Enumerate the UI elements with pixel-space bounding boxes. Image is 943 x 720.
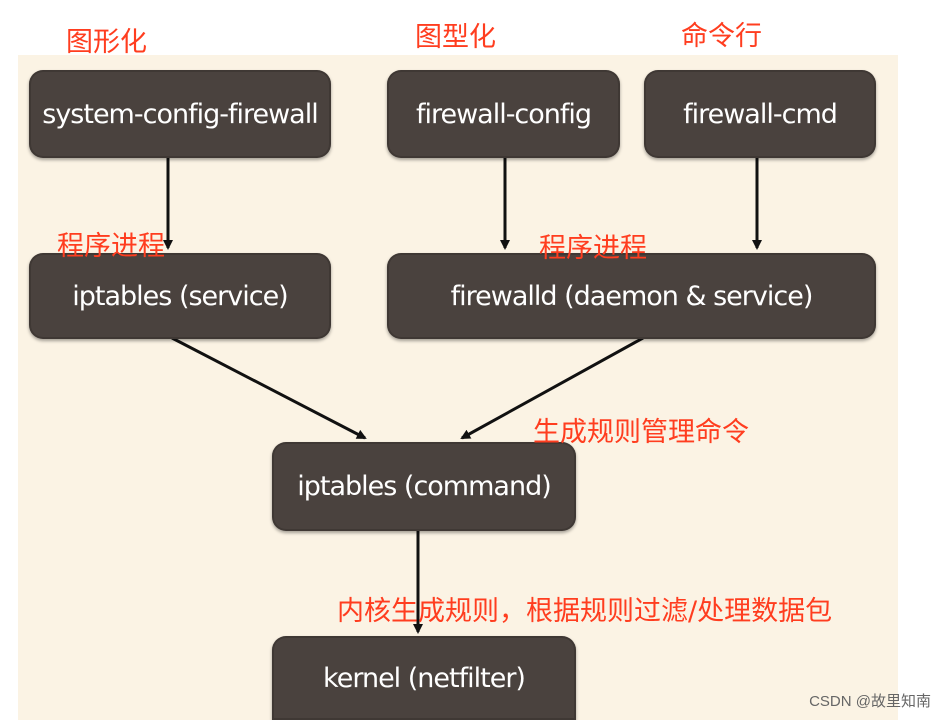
node-firewall-config: firewall-config (387, 70, 620, 158)
annotation-process-2: 程序进程 (539, 233, 647, 264)
annotation-process-1: 程序进程 (57, 231, 165, 262)
annotation-kernel-rules: 内核生成规则，根据规则过滤/处理数据包 (337, 596, 833, 627)
annotation-gui-1: 图形化 (66, 27, 147, 58)
arrow-iptables-service-to-iptables-command (171, 336, 367, 440)
node-kernel: kernel (netfilter) (272, 636, 576, 720)
annotation-cli: 命令行 (681, 21, 762, 52)
diagram-background (18, 55, 898, 720)
node-system-config-firewall: system-config-firewall (29, 70, 331, 158)
arrow-firewalld-to-iptables-command (460, 336, 644, 440)
node-firewalld: firewalld (daemon & service) (387, 253, 876, 339)
annotation-generate-rules-cmd: 生成规则管理命令 (533, 417, 749, 448)
annotation-gui-2: 图型化 (415, 22, 496, 53)
node-iptables-command: iptables (command) (272, 442, 576, 531)
node-iptables-service: iptables (service) (29, 253, 331, 339)
csdn-watermark: CSDN @故里知南 (809, 693, 931, 710)
node-firewall-cmd: firewall-cmd (644, 70, 876, 158)
